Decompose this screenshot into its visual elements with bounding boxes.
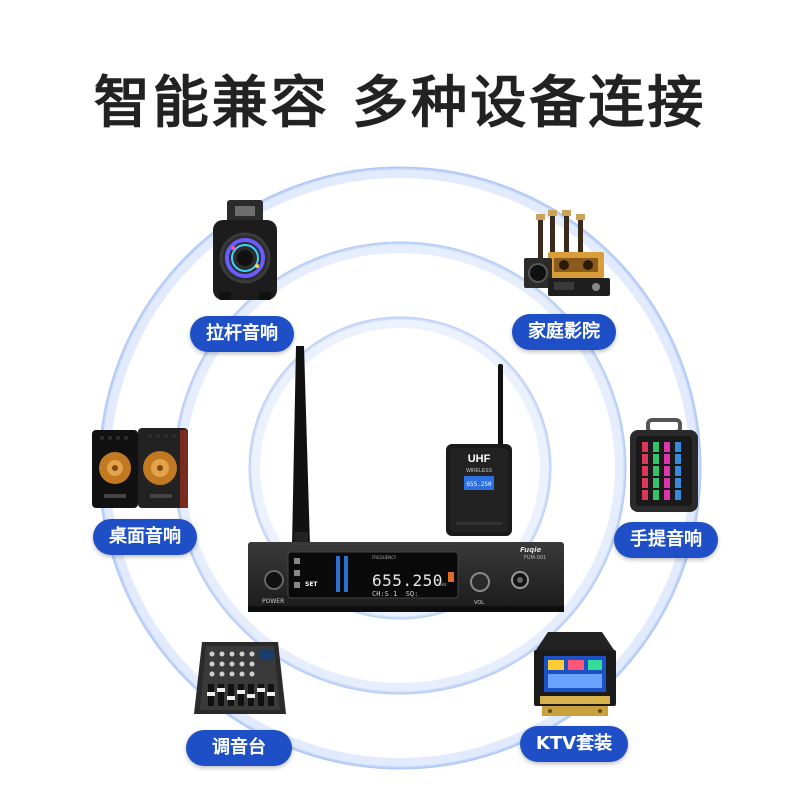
volume-label: VOL [474, 600, 485, 606]
home-theater-image [524, 210, 610, 296]
channel-readout: CH:S 1 SQ: [372, 590, 419, 598]
label-ktv-set: KTV套装 [520, 726, 628, 762]
frequency-readout: 655.250 [372, 571, 443, 590]
receiver-body [248, 542, 564, 612]
frequency-unit: MHz [438, 582, 447, 587]
page-title: 智能兼容 多种设备连接 [93, 71, 707, 136]
label-trolley-speaker: 拉杆音响 [190, 316, 294, 352]
set-button-label: SET [305, 581, 318, 588]
receiver-unit: Fuqie FUM-001 POWER SET FREQUENCY 655.25… [248, 346, 564, 616]
receiver-model: FUM-001 [524, 555, 547, 561]
trolley-speaker-image [213, 200, 277, 300]
label-portable-speaker: 手提音响 [614, 522, 718, 558]
transmitter-band: UHF [468, 453, 491, 465]
label-mixer: 调音台 [186, 730, 292, 766]
receiver-antenna [292, 346, 310, 546]
transmitter-display: 655.250 [466, 481, 492, 488]
transmitter-sub: WIRELESS [466, 468, 493, 474]
ktv-set-image [534, 632, 616, 716]
receiver-brand: Fuqie [520, 546, 542, 554]
ring-inner-glow [250, 318, 550, 618]
label-desktop-speaker: 桌面音响 [93, 519, 197, 555]
desktop-speaker-image [92, 428, 188, 508]
label-home-theater: 家庭影院 [512, 314, 616, 350]
frequency-caption: FREQUENCY [372, 555, 397, 560]
mixer-image [194, 642, 286, 714]
portable-speaker-image [630, 418, 698, 512]
bodypack-transmitter: UHF WIRELESS 655.250 [446, 364, 512, 536]
power-button-label: POWER [262, 598, 285, 605]
